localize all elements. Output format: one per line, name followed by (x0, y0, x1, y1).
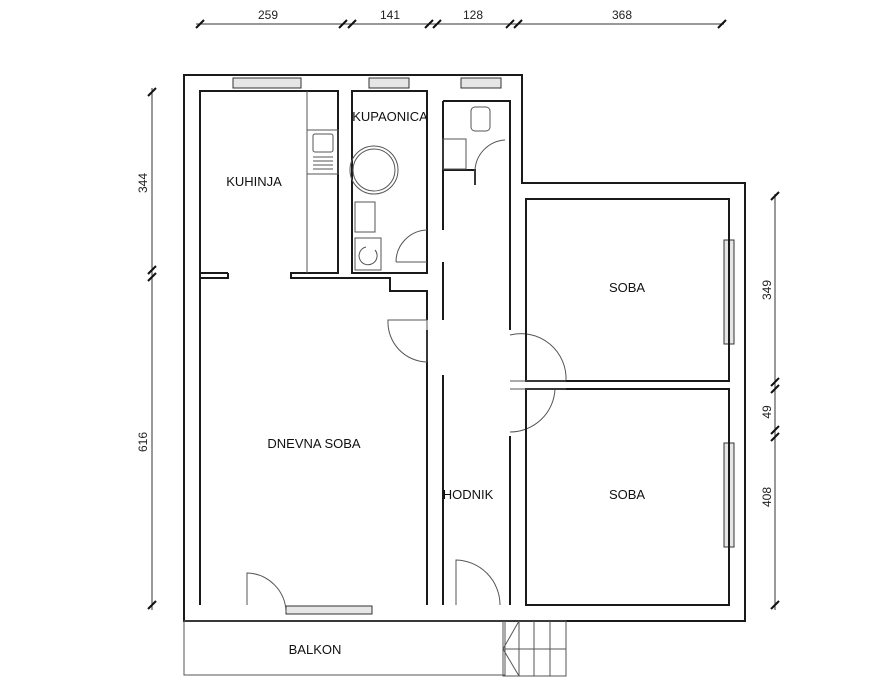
door-arc (509, 388, 556, 433)
entrance-door-arc (455, 559, 501, 606)
dim-label: 368 (612, 8, 632, 22)
kitchen-walls (199, 90, 428, 605)
dim-label: 128 (463, 8, 483, 22)
dim-label: 616 (136, 432, 150, 452)
room-label-balcony: BALKON (289, 642, 342, 657)
dim-label: 259 (258, 8, 278, 22)
dim-label: 344 (136, 173, 150, 193)
dim-label: 408 (760, 487, 774, 507)
window (368, 77, 410, 89)
dim-label: 349 (760, 280, 774, 300)
room-label-kitchen: KUHINJA (226, 174, 282, 189)
stairs (502, 620, 567, 677)
wc-walls (442, 100, 511, 185)
balcony-outline (183, 620, 506, 676)
shower-icon (349, 145, 399, 195)
washing-machine-icon (354, 237, 382, 271)
door-arc (395, 229, 428, 263)
toilet-icon (470, 106, 491, 132)
room-label-living-room: DNEVNA SOBA (267, 436, 361, 451)
hallway-walls (426, 170, 444, 605)
dim-label: 141 (380, 8, 400, 22)
sink-icon (354, 201, 376, 233)
room-label-bathroom: KUPAONICA (352, 109, 428, 124)
window (232, 77, 302, 89)
outer-wall (183, 74, 746, 622)
door-arc (509, 333, 567, 382)
stove-icon (306, 129, 339, 175)
dim-label: 49 (760, 405, 774, 419)
bathroom-walls (351, 90, 428, 274)
room-top-walls (525, 198, 730, 382)
door-arc (474, 139, 506, 185)
balcony-door-arc (246, 572, 287, 613)
room-bottom-walls (525, 388, 730, 606)
room-label-bedroom-top: SOBA (609, 280, 645, 295)
dimension-right: 349 49 408 (760, 191, 780, 610)
window (285, 605, 373, 615)
room-label-bedroom-bottom: SOBA (609, 487, 645, 502)
window (460, 77, 502, 89)
dimension-top: 259 141 128 368 (195, 8, 727, 29)
dimension-left: 344 616 (136, 87, 157, 610)
sink-icon (442, 138, 467, 170)
room-label-hallway: HODNIK (443, 487, 494, 502)
door-arc (387, 319, 428, 363)
